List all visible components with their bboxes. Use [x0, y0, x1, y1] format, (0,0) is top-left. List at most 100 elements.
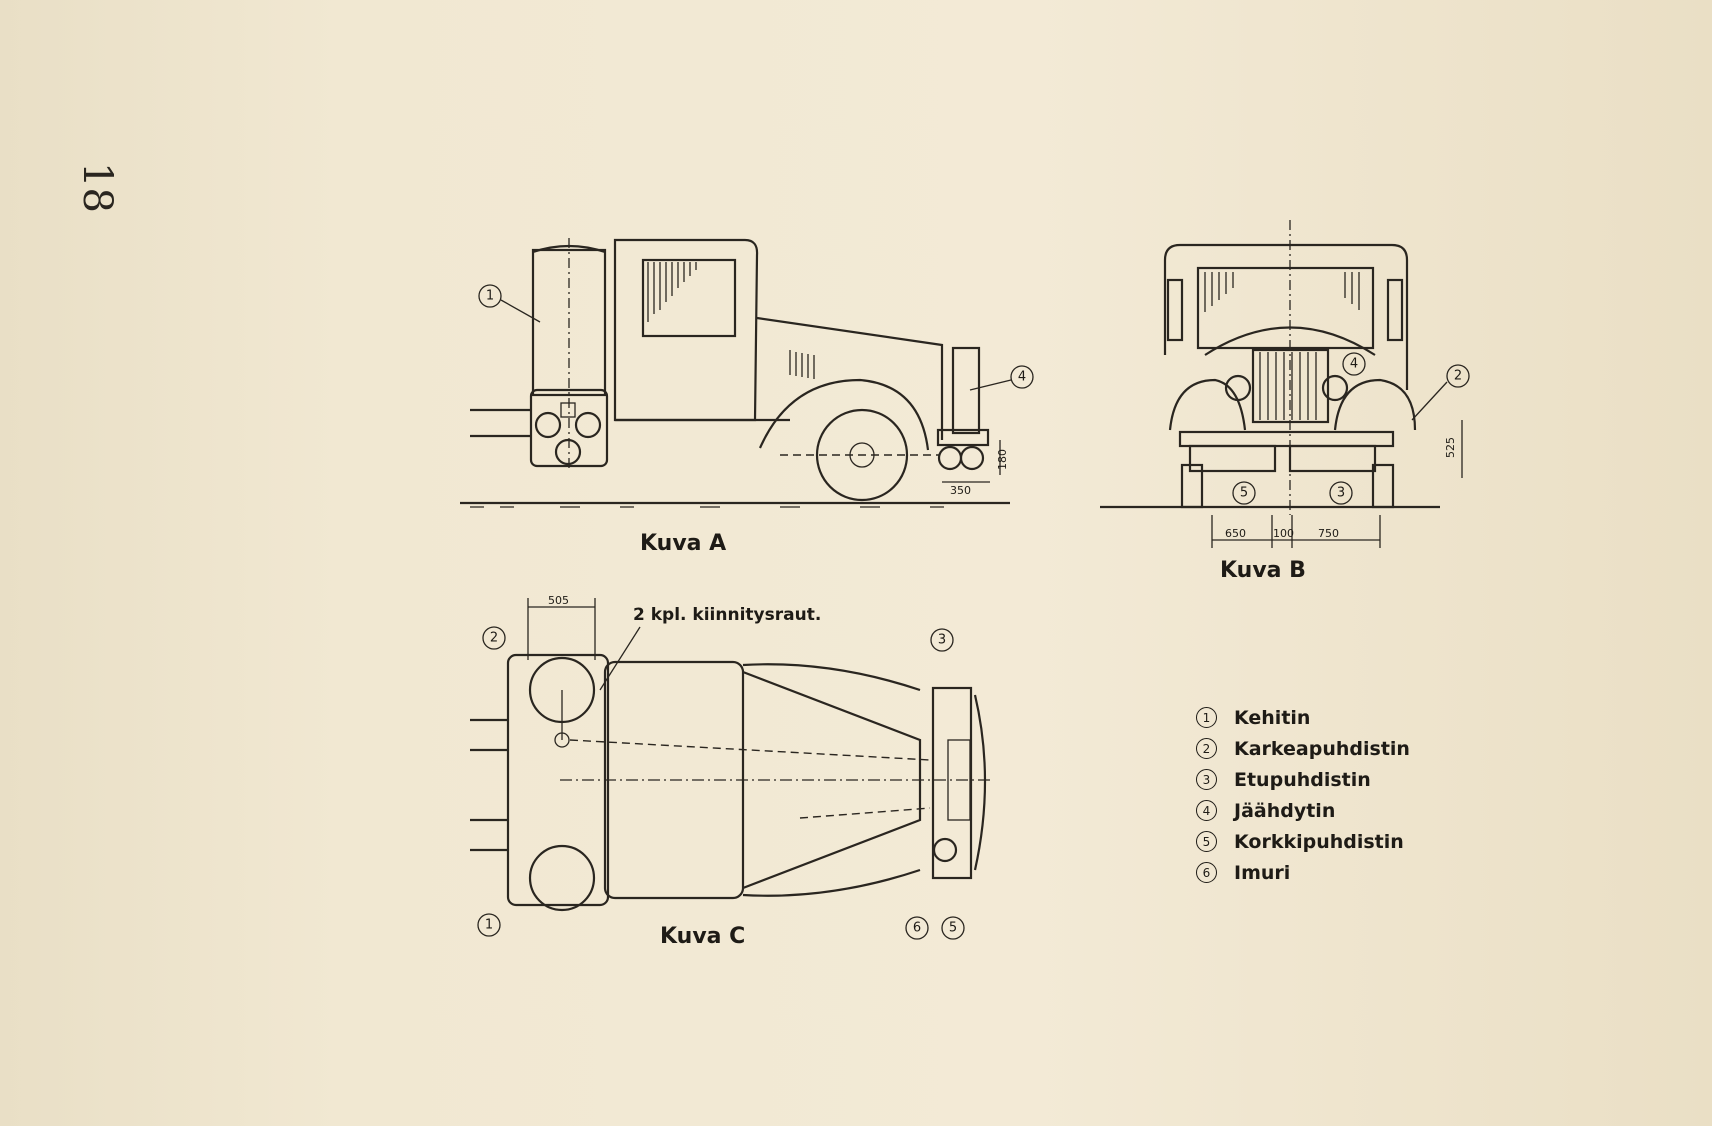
leader-2b	[1411, 381, 1448, 421]
callout-6c: 6	[913, 921, 921, 936]
callout-1c: 1	[485, 918, 493, 933]
callout-circle-3b	[1329, 481, 1353, 505]
callout-circle-5c	[941, 916, 965, 940]
callout-3b: 3	[1337, 486, 1345, 501]
generator-valve	[560, 402, 576, 418]
callout-circle-1a	[478, 284, 502, 308]
right-tire-b	[1371, 463, 1395, 509]
window-hatching	[647, 262, 697, 322]
windshield-b	[1196, 266, 1375, 350]
callout-circle-3c	[930, 628, 954, 652]
legend-number: 3	[1196, 769, 1217, 790]
leader-note	[599, 626, 641, 691]
left-headlight-b	[1224, 374, 1252, 402]
legend-label: Korkkipuhdistin	[1234, 830, 1404, 853]
pipe-dash-c2	[799, 807, 931, 819]
left-tire-b	[1180, 463, 1204, 509]
cab-window	[641, 258, 737, 338]
dim-180: 180	[996, 449, 1009, 470]
legend-label: Etupuhdistin	[1234, 768, 1371, 791]
legend-label: Karkeapuhdistin	[1234, 737, 1410, 760]
legend-item: 2 Karkeapuhdistin	[1196, 733, 1410, 764]
legend-item: 5 Korkkipuhdistin	[1196, 826, 1410, 857]
figure-a-side-view: 350 180 1 4 Kuva A	[460, 238, 1034, 556]
front-filter-block-c	[931, 686, 973, 880]
legend-number: 1	[1196, 707, 1217, 728]
callout-circle-2c	[482, 626, 506, 650]
pipe-dash-c1	[569, 739, 931, 761]
cab-outline-b	[1163, 243, 1409, 390]
figure-c-top-view: 505 2 kpl. kiinnitysraut.	[470, 594, 990, 949]
hood-arch-b	[1204, 326, 1376, 356]
legend-item: 4 Jäähdytin	[1196, 795, 1410, 826]
filter-pot-b	[959, 445, 985, 471]
callout-2b: 2	[1454, 369, 1462, 384]
bumper-b	[1178, 430, 1395, 448]
leader-1a	[500, 299, 541, 323]
pipe-joint-c	[554, 732, 570, 748]
bumper-top-c	[973, 694, 987, 871]
right-lamp-b	[1386, 278, 1404, 342]
filter-box-left-b	[1188, 444, 1277, 473]
radiator-top-c	[947, 739, 971, 821]
radiator-b	[1251, 348, 1330, 424]
generator-body	[531, 248, 607, 397]
figure-b-label: Kuva B	[1220, 558, 1306, 583]
callout-5c: 5	[949, 921, 957, 936]
callout-1a: 1	[486, 289, 494, 304]
filter-box-right-b	[1288, 444, 1377, 473]
figure-a-label: Kuva A	[640, 531, 726, 556]
fenders-top-c	[742, 663, 921, 897]
legend-number: 2	[1196, 738, 1217, 759]
dim-750: 750	[1318, 527, 1339, 540]
right-headlight-b	[1321, 374, 1349, 402]
legend-item: 6 Imuri	[1196, 857, 1410, 888]
left-fender-b	[1168, 378, 1247, 431]
callout-circle-4a	[1010, 365, 1034, 389]
right-fender-b	[1333, 378, 1417, 431]
left-lamp-b	[1166, 278, 1184, 342]
generator-port-bottom	[554, 438, 582, 466]
legend-number: 6	[1196, 862, 1217, 883]
front-fender	[758, 378, 930, 451]
legend-label: Jäähdytin	[1234, 799, 1336, 822]
figure-b-front-view: 650 100 750 525 4 2 5 3 Kuva B	[1100, 220, 1470, 583]
legend-item: 3 Etupuhdistin	[1196, 764, 1410, 795]
dim-525: 525	[1444, 437, 1457, 458]
callout-3c: 3	[938, 633, 946, 648]
filter-pot-a	[937, 445, 963, 471]
hood-line	[756, 316, 944, 440]
legend-number: 5	[1196, 831, 1217, 852]
generator-base	[529, 388, 609, 468]
windshield-hatch-b	[1204, 272, 1360, 312]
legend-item: 1 Kehitin	[1196, 702, 1410, 733]
legend-label: Imuri	[1234, 861, 1291, 884]
hood-vents	[789, 350, 815, 379]
bracket-note: 2 kpl. kiinnitysraut.	[633, 605, 821, 625]
callout-4b: 4	[1350, 357, 1358, 372]
bumper-a	[936, 428, 990, 447]
front-wheel	[815, 408, 909, 502]
callout-circle-6c	[905, 916, 929, 940]
legend-number: 4	[1196, 800, 1217, 821]
callout-2c: 2	[490, 631, 498, 646]
generator-port-left	[534, 411, 562, 439]
cab-body	[613, 238, 759, 422]
dim-350: 350	[950, 484, 971, 497]
callout-circle-2b	[1446, 364, 1470, 388]
leader-4a	[969, 379, 1012, 391]
dim-650: 650	[1225, 527, 1246, 540]
legend-label: Kehitin	[1234, 706, 1311, 729]
callout-4a: 4	[1018, 370, 1026, 385]
callout-5b: 5	[1240, 486, 1248, 501]
dim-505: 505	[548, 594, 569, 607]
generator-port-right	[574, 411, 602, 439]
callout-circle-5b	[1232, 481, 1256, 505]
callout-circle-4b	[1342, 352, 1366, 376]
callout-circle-1c	[477, 913, 501, 937]
dim-100: 100	[1273, 527, 1294, 540]
front-filter-column	[951, 346, 981, 435]
figure-c-label: Kuva C	[660, 924, 745, 949]
